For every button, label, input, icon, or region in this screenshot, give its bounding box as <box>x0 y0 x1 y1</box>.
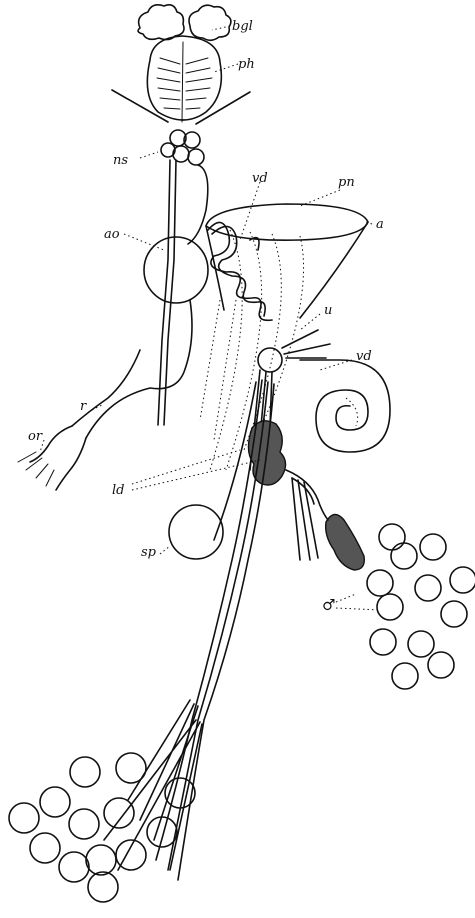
svg-text:ao: ao <box>104 227 120 242</box>
ovotestis-cluster-bottom <box>9 753 195 902</box>
spermatheca <box>169 505 223 559</box>
hermaphrodite-ducts <box>104 380 318 880</box>
label-ns: ns <box>113 153 128 168</box>
label-ao: ao <box>104 227 120 242</box>
label-sex-symbol: ♂ <box>322 596 335 614</box>
spiral-coil <box>300 360 390 452</box>
svg-text:or: or <box>28 429 43 444</box>
svg-text:r: r <box>80 399 87 414</box>
svg-text:a: a <box>376 217 384 232</box>
svg-text:vd: vd <box>252 171 268 186</box>
svg-text:ld: ld <box>112 483 124 498</box>
label-r: r <box>80 399 87 414</box>
label-or: or <box>28 429 43 444</box>
label-vd-right: vd <box>356 349 372 364</box>
ventricle <box>144 237 208 303</box>
label-bgl: bgl <box>232 19 253 34</box>
label-u: u <box>324 303 332 318</box>
ovotestis-cluster-right <box>367 524 475 689</box>
buccal-ganglia <box>138 5 231 40</box>
label-vd-top: vd <box>252 171 268 186</box>
svg-text:bgl: bgl <box>232 19 253 34</box>
svg-text:pn: pn <box>338 175 355 190</box>
svg-text:♂: ♂ <box>322 596 335 614</box>
label-ld: ld <box>112 483 124 498</box>
label-ph: ph <box>238 57 255 72</box>
label-pn: pn <box>338 175 355 190</box>
label-sp: sp <box>141 545 157 560</box>
svg-text:vd: vd <box>356 349 372 364</box>
penis-sheath <box>200 204 368 470</box>
svg-text:u: u <box>324 303 332 318</box>
svg-text:ph: ph <box>238 57 255 72</box>
label-a: a <box>376 217 384 232</box>
pharynx <box>112 36 250 124</box>
svg-text:sp: sp <box>141 545 157 560</box>
nerve-ganglia <box>161 130 204 165</box>
svg-text:ns: ns <box>113 153 128 168</box>
